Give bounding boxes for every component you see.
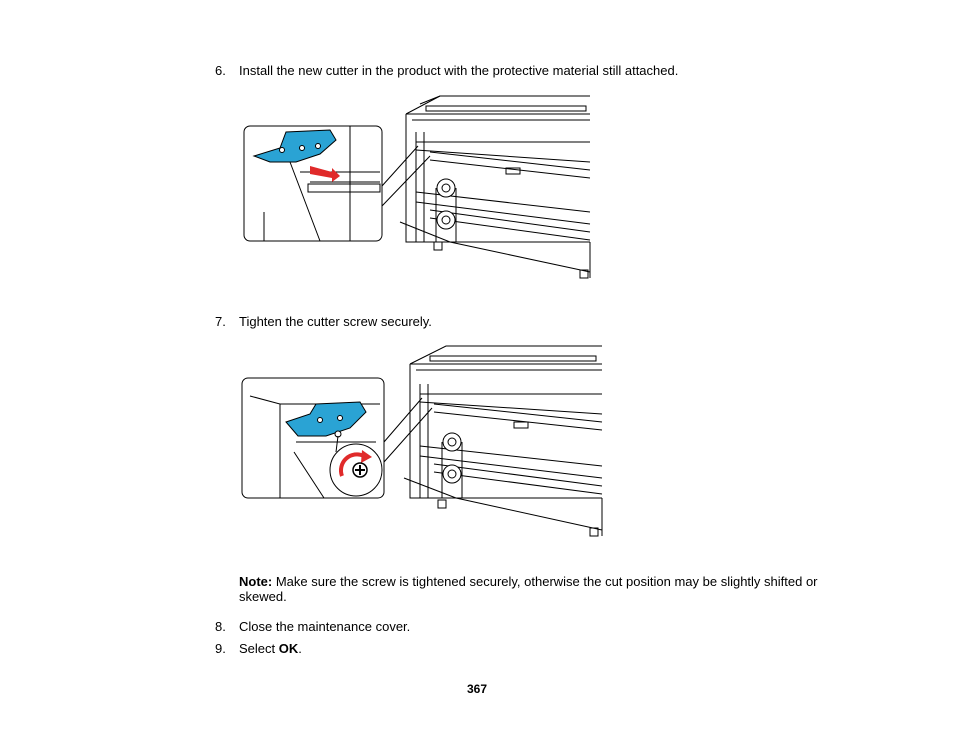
figure-tighten-screw — [241, 345, 603, 537]
step-8: 8. — [215, 619, 226, 634]
note-label: Note: — [239, 574, 273, 589]
rotate-arrow-icon — [338, 452, 365, 477]
step-7-text: Tighten the cutter screw securely. — [239, 314, 432, 329]
insert-arrow-icon — [310, 166, 340, 182]
cutter-part — [252, 129, 337, 163]
page-number: 367 — [467, 682, 488, 696]
cutter-part — [285, 401, 367, 437]
step-number: 9. — [215, 641, 226, 656]
step-number: 7. — [215, 314, 226, 329]
ok-label: OK — [278, 641, 299, 656]
note-text: Make sure the screw is tightened securel… — [272, 574, 818, 589]
step-number: 8. — [215, 619, 226, 634]
step-6-text: Install the new cutter in the product wi… — [239, 63, 679, 78]
step-9: 9. — [215, 641, 226, 656]
step-7: 7. — [215, 314, 226, 329]
step-9-text: Select OK. — [239, 641, 302, 656]
step-9-text-before: Select — [239, 641, 279, 656]
step-6: 6. — [215, 63, 226, 78]
step-8-text: Close the maintenance cover. — [239, 619, 411, 634]
figure-install-cutter — [243, 95, 591, 279]
note: Note: Make sure the screw is tightened s… — [239, 574, 818, 589]
step-number: 6. — [215, 63, 226, 78]
note-text-line2: skewed. — [239, 589, 287, 604]
step-9-text-after: . — [298, 641, 302, 656]
